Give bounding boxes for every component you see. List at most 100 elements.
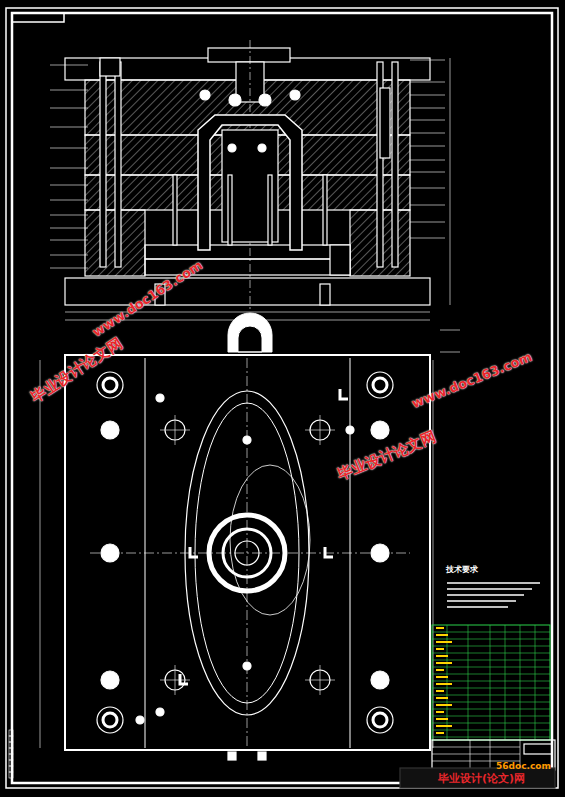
hole-circle: [200, 90, 210, 100]
drawing-line: [410, 188, 445, 189]
bushing: [100, 58, 120, 76]
drawing-line: [432, 747, 520, 748]
drawing-line: [436, 718, 448, 720]
hole-circle: [373, 378, 387, 392]
hole-circle: [258, 144, 266, 152]
hole-circle: [229, 94, 241, 106]
drawing-line: [520, 625, 521, 740]
drawing-line: [410, 95, 445, 96]
drawing-line: [432, 646, 550, 647]
drawing-line: [410, 60, 445, 61]
drawing-line: [320, 415, 321, 445]
drawing-line: [436, 655, 448, 657]
drawing-line: [440, 330, 460, 331]
drawing-line: [470, 740, 471, 770]
drawing-line: [50, 200, 88, 201]
watermark: www.doc163.com: [410, 350, 534, 411]
drawing-line: [175, 415, 176, 445]
drawing-line: [468, 625, 469, 740]
drawing-line: [50, 240, 88, 241]
drawing-line: [432, 695, 550, 696]
watermark: 毕业设计论文网: [28, 335, 125, 406]
margin-cell: [9, 760, 13, 766]
hole-circle: [243, 662, 251, 670]
hole-circle: [156, 394, 164, 402]
cooling-fitting: [190, 547, 198, 557]
hole-circle: [156, 708, 164, 716]
margin-cell: [9, 742, 13, 748]
note-heading: 技术要求: [446, 566, 478, 575]
screw: [380, 88, 390, 158]
hole-circle: [259, 94, 271, 106]
hole-circle: [101, 544, 119, 562]
hole-circle: [101, 671, 119, 689]
locating-ring: [208, 48, 290, 62]
hole-circle: [346, 426, 354, 434]
drawing-line: [440, 352, 460, 353]
margin-cell: [9, 748, 13, 754]
drawing-line: [40, 360, 41, 748]
drawing-line: [320, 665, 321, 695]
drawing-line: [50, 65, 88, 66]
drawing-line: [410, 146, 445, 147]
lifting-ring: [228, 313, 272, 352]
ejector-retainer: [145, 245, 350, 259]
drawing-line: [432, 723, 550, 724]
guide-pin: [115, 62, 121, 267]
hole-circle: [209, 515, 285, 591]
watermark: 毕业设计论文网: [335, 429, 439, 484]
drawing-line: [50, 168, 88, 169]
drawing-line: [436, 725, 452, 727]
drawing-line: [436, 627, 444, 629]
drawing-line: [432, 674, 550, 675]
nozzle-stub: [258, 752, 266, 760]
ejector-pin: [268, 175, 272, 245]
hole-circle: [371, 544, 389, 562]
drawing-line: [447, 594, 524, 596]
drawing-line: [50, 127, 88, 128]
drawing-line: [90, 553, 410, 554]
drawing-line: [433, 360, 434, 748]
ejector-pin: [173, 175, 177, 245]
drawing-line: [50, 90, 88, 91]
hole-circle: [101, 421, 119, 439]
drawing-line: [50, 148, 88, 149]
drawing-line: [490, 740, 491, 770]
hole-circle: [243, 436, 251, 444]
sheet-frame: [12, 13, 552, 783]
sheet-frame: [6, 8, 558, 788]
drawing-line: [410, 222, 445, 223]
drawing-line: [410, 160, 445, 161]
hole-circle: [235, 541, 259, 565]
drawing-line: [447, 582, 540, 584]
drawing-line: [436, 711, 444, 713]
drawing-line: [447, 606, 508, 608]
drawing-line: [50, 185, 88, 186]
drawing-line: [432, 653, 550, 654]
hole-circle: [371, 421, 389, 439]
drawing-line: [436, 690, 444, 692]
drawing-line: [410, 205, 445, 206]
bottom-clamp-plate: [65, 278, 430, 305]
drawing-line: [436, 634, 448, 636]
hole-circle: [97, 707, 123, 733]
drawing-line: [505, 625, 506, 740]
title-tab: [12, 13, 64, 22]
cooling-fitting: [325, 547, 333, 557]
cooling-fitting: [180, 674, 188, 684]
drawing-line: [432, 681, 550, 682]
ejector-pin: [228, 175, 232, 245]
drawing-line: [447, 588, 532, 590]
return-pin: [330, 245, 350, 275]
margin-cell: [9, 772, 13, 778]
drawing-line: [432, 632, 550, 633]
hole-circle: [103, 713, 117, 727]
drawing-line: [432, 730, 550, 731]
hole-circle: [367, 707, 393, 733]
drawing-line: [436, 697, 448, 699]
ejector-pin: [323, 175, 327, 245]
hole-circle: [103, 378, 117, 392]
drawing-line: [410, 120, 445, 121]
drawing-line: [436, 662, 452, 664]
